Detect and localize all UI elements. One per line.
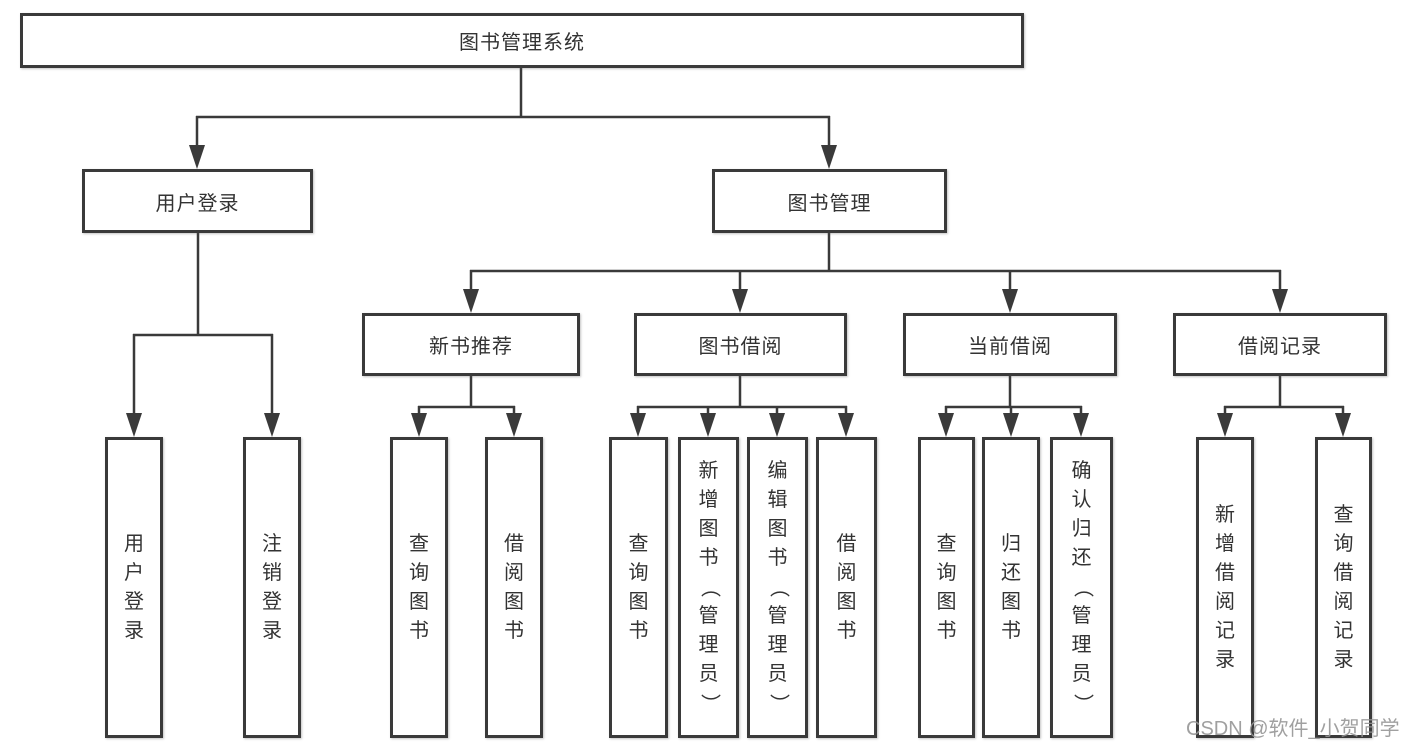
leaf-label: 查询图书: [936, 532, 957, 642]
leaf-query-books-current: 查询图书: [918, 437, 975, 738]
node-current-borrow: 当前借阅: [903, 313, 1117, 376]
leaf-query-books-recommend: 查询图书: [390, 437, 448, 738]
leaf-label: 查询图书: [628, 532, 649, 642]
leaf-borrow-books-recommend: 借阅图书: [485, 437, 543, 738]
leaf-label: 查询图书: [409, 532, 429, 642]
node-book-borrow: 图书借阅: [634, 313, 847, 376]
leaf-label: 归还图书: [1001, 532, 1021, 642]
connector-current-borrow-to-leaves: [938, 376, 1089, 437]
leaf-add-books-admin: 新增图书（管理员）: [678, 437, 739, 738]
connector-book-borrow-to-leaves: [630, 376, 854, 437]
connector-user-login-to-leaves: [126, 233, 280, 437]
connector-root-to-level2: [189, 68, 837, 169]
node-label: 借阅记录: [1238, 336, 1322, 358]
connector-book-management-to-level3: [463, 233, 1288, 313]
leaf-user-login: 用户登录: [105, 437, 163, 738]
leaf-label: 确认归还（管理员）: [1071, 460, 1093, 714]
leaf-label: 查询借阅记录: [1333, 503, 1354, 671]
node-borrow-records: 借阅记录: [1173, 313, 1387, 376]
node-label: 图书管理: [787, 192, 872, 215]
node-label: 用户登录: [155, 192, 240, 215]
leaf-query-borrow-record: 查询借阅记录: [1315, 437, 1372, 738]
node-library-management-system: 图书管理系统: [20, 13, 1024, 68]
node-label: 新书推荐: [429, 336, 513, 358]
leaf-label: 注销登录: [262, 532, 282, 642]
leaf-label: 编辑图书（管理员）: [767, 460, 789, 714]
leaf-query-books-borrow: 查询图书: [609, 437, 668, 738]
leaf-label: 用户登录: [124, 532, 144, 642]
connector-borrow-records-to-leaves: [1217, 376, 1351, 437]
leaf-return-books: 归还图书: [982, 437, 1040, 738]
leaf-borrow-books: 借阅图书: [816, 437, 877, 738]
node-label: 图书管理系统: [459, 32, 585, 54]
leaf-logout: 注销登录: [243, 437, 301, 738]
leaf-confirm-return-admin: 确认归还（管理员）: [1050, 437, 1113, 738]
node-book-management: 图书管理: [712, 169, 947, 233]
leaf-label: 借阅图书: [836, 532, 857, 642]
leaf-label: 新增借阅记录: [1215, 503, 1235, 671]
leaf-add-borrow-record: 新增借阅记录: [1196, 437, 1254, 738]
node-label: 图书借阅: [698, 336, 783, 358]
node-user-login: 用户登录: [82, 169, 313, 233]
leaf-label: 借阅图书: [504, 532, 524, 642]
watermark: CSDN @软件_小贺同学: [1186, 718, 1400, 740]
node-new-book-recommend: 新书推荐: [362, 313, 580, 376]
node-label: 当前借阅: [968, 336, 1052, 358]
connector-new-books-to-leaves: [411, 376, 522, 437]
leaf-label: 新增图书（管理员）: [698, 460, 720, 714]
leaf-edit-books-admin: 编辑图书（管理员）: [747, 437, 808, 738]
